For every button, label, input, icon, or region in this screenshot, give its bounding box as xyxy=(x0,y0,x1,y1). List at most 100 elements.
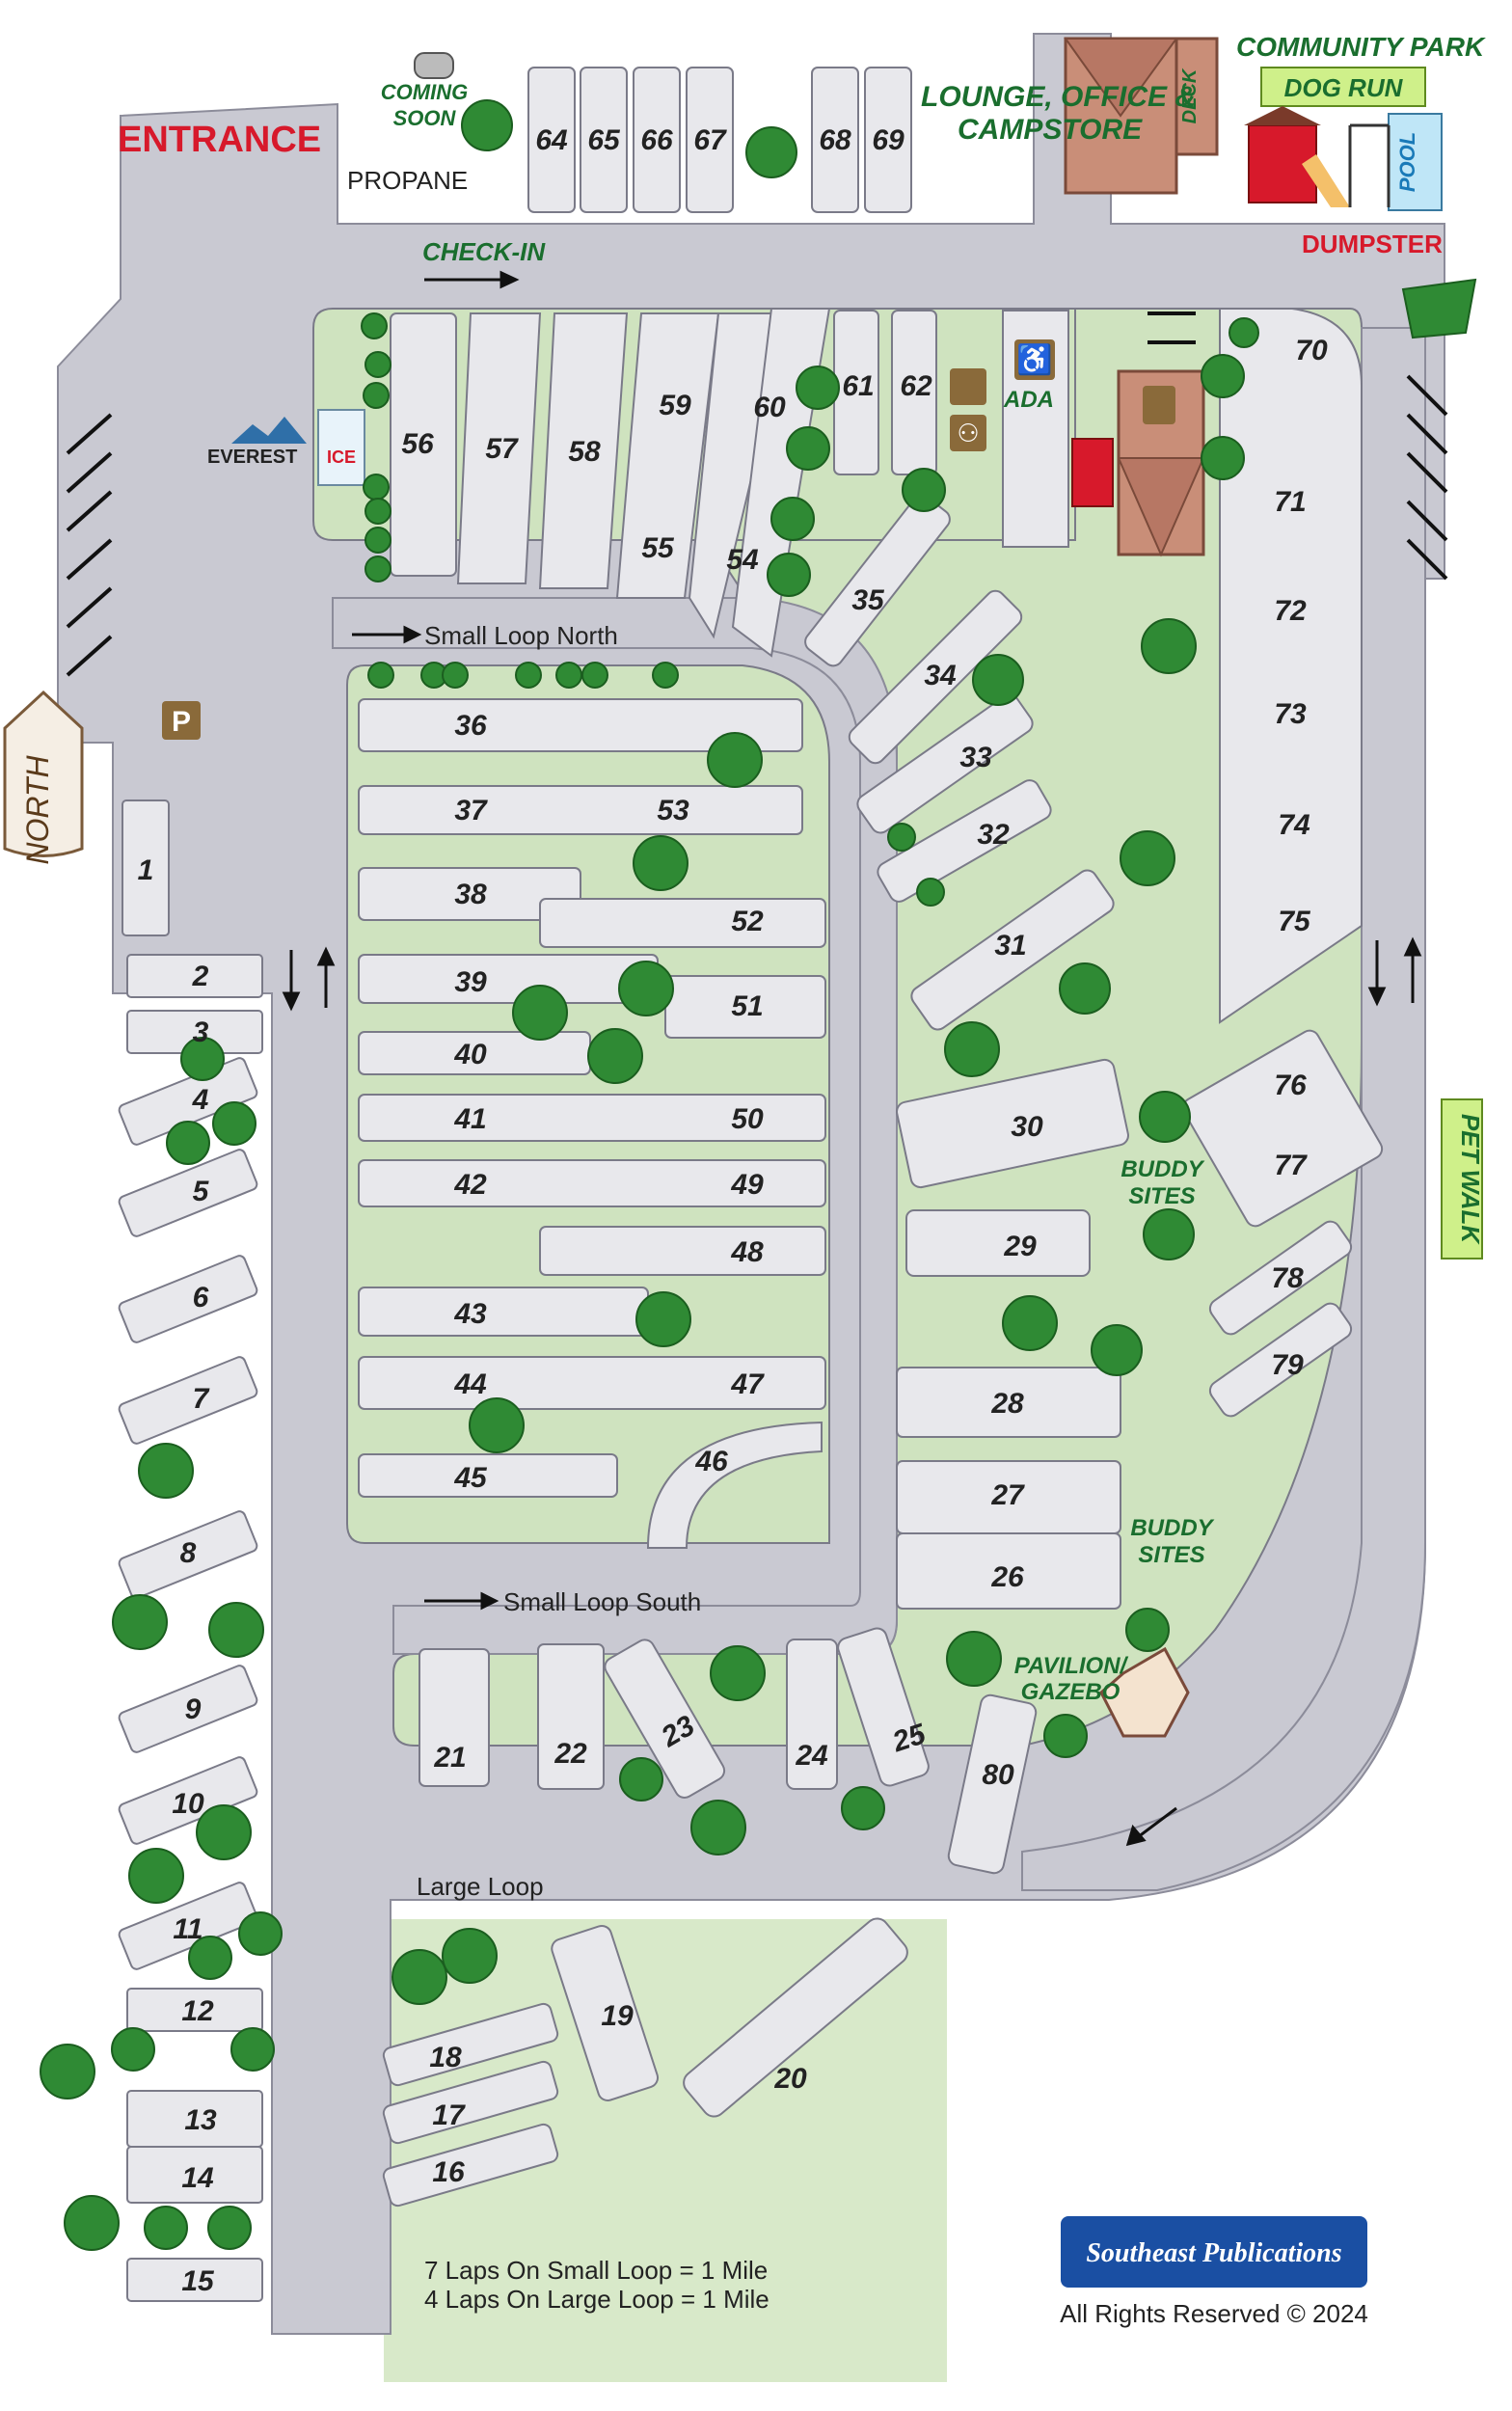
parking-stripes xyxy=(66,312,1448,677)
site-slot-25[interactable] xyxy=(836,1626,932,1788)
site-slot-48[interactable] xyxy=(539,1226,826,1276)
site-slot-18[interactable] xyxy=(382,2002,559,2087)
site-slot-22[interactable] xyxy=(537,1643,605,1790)
community-park-label: COMMUNITY PARK xyxy=(1236,32,1486,62)
site-slot-76[interactable] xyxy=(1179,1027,1386,1230)
site-slot-17[interactable] xyxy=(382,2060,559,2145)
site-label-29: 29 xyxy=(1003,1231,1037,1262)
site-slot-10[interactable] xyxy=(118,1755,258,1845)
site-slot-80[interactable] xyxy=(947,1693,1038,1875)
site-slot-9[interactable] xyxy=(118,1664,258,1753)
site-slot-36[interactable] xyxy=(358,698,803,752)
north-arrow: NORTH xyxy=(3,690,84,865)
site-slot-14[interactable] xyxy=(126,2146,263,2204)
site-label-51: 51 xyxy=(731,990,763,1022)
accessible-icon xyxy=(1014,339,1055,380)
site-label-33: 33 xyxy=(959,742,992,773)
deck xyxy=(1174,37,1219,156)
site-slot-38[interactable] xyxy=(358,867,581,921)
site-slot-32[interactable] xyxy=(875,776,1055,905)
site-slot-52[interactable] xyxy=(539,898,826,948)
site-slot-42[interactable] xyxy=(358,1159,826,1207)
site-slot-7[interactable] xyxy=(118,1355,258,1445)
site-label-16: 16 xyxy=(432,2156,465,2188)
site-slot-65[interactable] xyxy=(580,67,628,213)
pavilion-label-1: PAVILION/ xyxy=(1014,1653,1129,1679)
site-slot-56[interactable] xyxy=(390,312,457,577)
site-slot-57[interactable] xyxy=(456,312,542,584)
site-label-6: 6 xyxy=(193,1282,209,1314)
site-slot-26[interactable] xyxy=(896,1532,1121,1610)
site-slot-30[interactable] xyxy=(895,1058,1130,1189)
site-slot-67[interactable] xyxy=(686,67,734,213)
laundry-icon xyxy=(1143,386,1175,424)
site-slot-8[interactable] xyxy=(118,1509,258,1599)
site-label-28: 28 xyxy=(990,1388,1024,1420)
site-slot-34[interactable] xyxy=(846,587,1026,768)
site-slot-46[interactable] xyxy=(646,1421,823,1549)
restroom-glyph: ⚇ xyxy=(957,419,979,447)
site-label-41: 41 xyxy=(453,1103,486,1135)
site-slot-29[interactable] xyxy=(905,1209,1091,1277)
site-slot-64[interactable] xyxy=(527,67,576,213)
trees xyxy=(40,99,1259,2251)
parking-sign xyxy=(162,701,201,740)
site-slot-15[interactable] xyxy=(126,2258,263,2302)
site-slot-28[interactable] xyxy=(896,1367,1121,1438)
site-label-19: 19 xyxy=(601,2000,634,2032)
site-slot-33[interactable] xyxy=(853,691,1036,837)
site-label-61: 61 xyxy=(842,370,874,402)
site-slot-68[interactable] xyxy=(811,67,859,213)
site-label-9: 9 xyxy=(185,1693,202,1725)
parking-label: P xyxy=(172,706,191,738)
deck-label: DECK xyxy=(1179,68,1201,123)
site-slot-79[interactable] xyxy=(1206,1300,1355,1421)
lounge-label-1: LOUNGE, OFFICE & xyxy=(921,81,1196,113)
site-slot-55[interactable] xyxy=(615,312,720,599)
site-label-67: 67 xyxy=(693,124,727,156)
site-slot-4[interactable] xyxy=(118,1056,258,1146)
site-label-11: 11 xyxy=(173,1913,202,1945)
site-slot-31[interactable] xyxy=(907,867,1117,1034)
site-label-2: 2 xyxy=(192,961,209,992)
site-slot-66[interactable] xyxy=(633,67,681,213)
site-slot-44[interactable] xyxy=(358,1356,826,1410)
site-slot-1[interactable] xyxy=(122,799,170,936)
site-label-27: 27 xyxy=(990,1479,1025,1511)
small-loop-south-label: Small Loop South xyxy=(503,1587,701,1616)
site-slot-41[interactable] xyxy=(358,1094,826,1142)
site-label-72: 72 xyxy=(1274,595,1307,627)
site-slots xyxy=(118,67,1386,2302)
site-slot-69[interactable] xyxy=(864,67,912,213)
site-slot-58[interactable] xyxy=(538,312,629,589)
site-label-54: 54 xyxy=(726,544,759,576)
site-label-56: 56 xyxy=(401,428,434,460)
site-slot-37[interactable] xyxy=(358,785,803,835)
site-slot-45[interactable] xyxy=(358,1453,618,1498)
site-label-48: 48 xyxy=(730,1236,764,1268)
buddy-sites-label-1a: BUDDY xyxy=(1120,1156,1204,1182)
site-label-32: 32 xyxy=(977,819,1010,851)
site-slot-24[interactable] xyxy=(786,1639,838,1790)
pool-label: POOL xyxy=(1395,132,1419,192)
dog-run-label: DOG RUN xyxy=(1284,73,1404,102)
site-slot-43[interactable] xyxy=(358,1287,649,1337)
site-label-39: 39 xyxy=(454,966,487,998)
site-slot-21[interactable] xyxy=(418,1648,490,1787)
site-slot-78[interactable] xyxy=(1206,1218,1355,1339)
site-slot-16[interactable] xyxy=(382,2123,559,2208)
site-label-62: 62 xyxy=(900,370,932,402)
dumpster-label: DUMPSTER xyxy=(1302,230,1443,258)
site-slot-2[interactable] xyxy=(126,954,263,998)
site-slot-12[interactable] xyxy=(126,1988,263,2032)
site-slot-5[interactable] xyxy=(118,1148,258,1237)
site-slot-23[interactable] xyxy=(602,1637,728,1801)
site-label-50: 50 xyxy=(731,1103,764,1135)
site-label-75: 75 xyxy=(1278,906,1311,937)
site-label-65: 65 xyxy=(587,124,621,156)
site-slot-19[interactable] xyxy=(550,1923,661,2102)
site-slot-6[interactable] xyxy=(118,1254,258,1343)
site-label-77: 77 xyxy=(1274,1150,1308,1181)
site-slot-39[interactable] xyxy=(358,954,659,1004)
site-slot-20[interactable] xyxy=(679,1914,912,2122)
